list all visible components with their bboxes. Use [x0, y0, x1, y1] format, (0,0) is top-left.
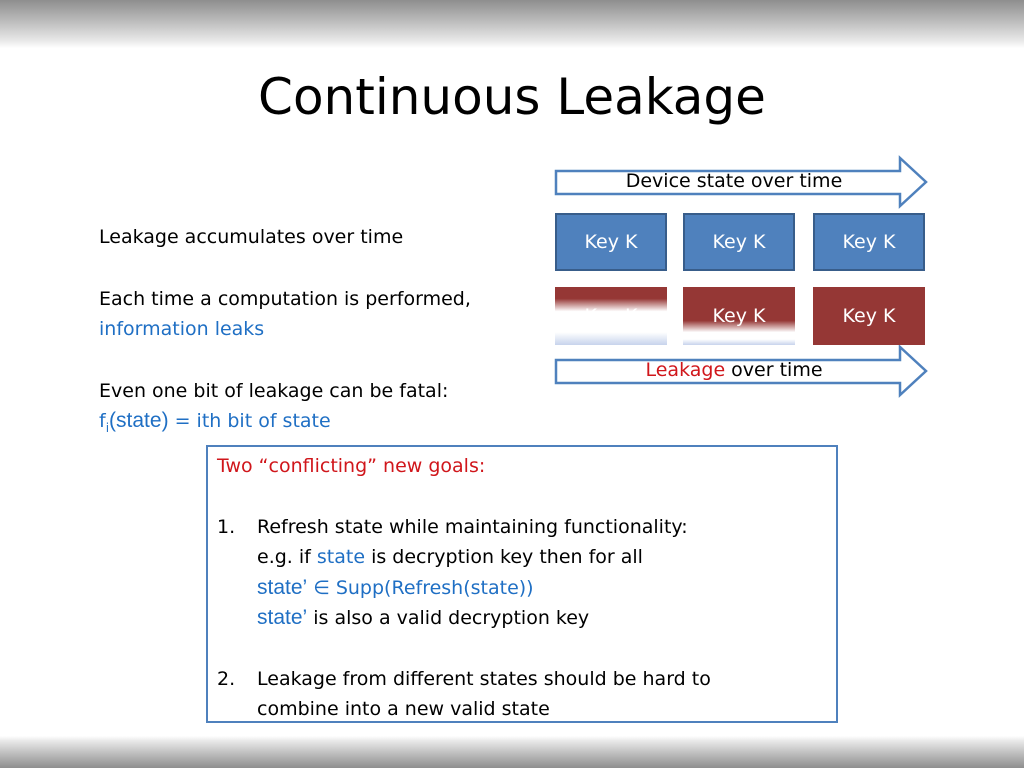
one-bit-fatal-text: Even one bit of leakage can be fatal: [99, 380, 449, 402]
device-state-arrow-label: Device state over time [625, 170, 843, 192]
goal-2-number: 2. [217, 667, 236, 690]
fi-state-formula: fi(state) = ith bit of state [99, 406, 539, 443]
goal-1-line-4: state’ is also a valid decryption key [217, 603, 836, 634]
f-state-arg: (state) [109, 409, 169, 432]
goals-heading: Two “conflicting” new goals: [217, 455, 486, 477]
goal-item-1: 1. Refresh state while maintaining funct… [217, 512, 836, 634]
goal-1-state-prime-1: state’ [257, 575, 308, 599]
f-subscript: i [105, 420, 110, 435]
goal-1-state-word: state [316, 546, 366, 568]
goals-box: Two “conflicting” new goals: 1. Refresh … [206, 445, 838, 723]
goal-1-eg-text: e.g. if [257, 546, 317, 568]
key-box-leak-2: Key K [683, 287, 795, 345]
slide-title: Continuous Leakage [258, 68, 766, 126]
over-time-word: over time [725, 359, 823, 381]
goal-1-line-3: state’ ∈ Supp(Refresh(state)) [217, 573, 836, 604]
computation-text: Each time a computation is performed, [99, 288, 471, 310]
goal-1-line-2: e.g. if state is decryption key then for… [217, 542, 836, 573]
goal-2-line-2: combine into a new valid state [257, 698, 550, 720]
bottom-gradient-band [0, 736, 1024, 768]
goal-1-state-prime-2: state’ [257, 606, 308, 629]
key-box-top-1: Key K [555, 213, 667, 271]
left-text-block: Leakage accumulates over time Each time … [99, 222, 539, 443]
leakage-arrow-label: Leakage over time [556, 359, 912, 381]
key-box-top-3: Key K [813, 213, 925, 271]
leakage-word: Leakage [645, 359, 726, 381]
key-box-leak-1: Key K [555, 287, 667, 345]
key-box-top-2: Key K [683, 213, 795, 271]
goal-1-supp-refresh: ∈ Supp(Refresh(state)) [307, 576, 534, 599]
f-definition: = ith bit of state [168, 410, 331, 432]
f-symbol: f [99, 410, 106, 432]
goal-1-valid-key-text: is also a valid decryption key [307, 607, 590, 629]
goal-1-decryption-text: is decryption key then for all [365, 546, 643, 568]
top-gradient-band [0, 0, 1024, 48]
goal-1-line-1: Refresh state while maintaining function… [257, 515, 688, 538]
goal-2-line-1: Leakage from different states should be … [257, 667, 711, 690]
goal-item-2: 2. Leakage from different states should … [217, 664, 836, 725]
leakage-accumulates-text: Leakage accumulates over time [99, 226, 404, 248]
information-leaks-text: information leaks [99, 318, 265, 340]
key-box-leak-3: Key K [813, 287, 925, 345]
goal-1-number: 1. [217, 515, 236, 538]
